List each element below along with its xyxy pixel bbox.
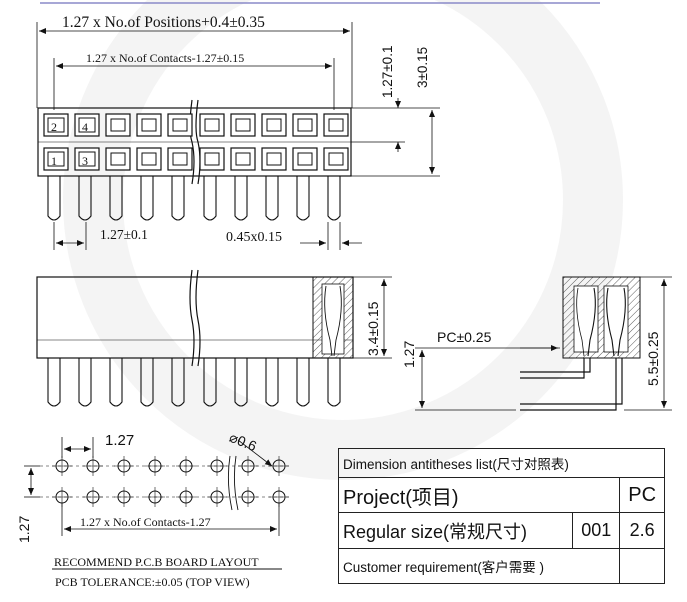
pcb-tolerance: PCB TOLERANCE:±0.05 (TOP VIEW) xyxy=(55,575,250,589)
pcb-pitch-x-dim: 1.27 xyxy=(105,432,134,449)
watermark-shape xyxy=(63,0,623,480)
pin-number: 4 xyxy=(82,120,88,134)
top-contacts-dim: 1.27 x No.of Contacts-1.27±0.15 xyxy=(86,51,244,65)
pcb-pitch-y-dim: 1.27 xyxy=(16,516,32,543)
contact-grid xyxy=(43,113,349,171)
top-view xyxy=(36,22,440,250)
right-pc-dim: PC±0.25 xyxy=(437,329,492,345)
side-height-dim: 3.4±0.15 xyxy=(365,301,381,356)
side-pin-dim: 1.27 xyxy=(401,341,417,368)
pcb-contacts-dim: 1.27 x No.of Contacts-1.27 xyxy=(80,515,211,529)
pcb-diameter-dim: ⌀0.6 xyxy=(227,429,259,454)
project-unit: PC xyxy=(619,477,665,513)
dimension-table: Dimension antitheses list(尺寸对照表) Project… xyxy=(337,448,665,589)
pin-number: 2 xyxy=(51,120,57,134)
right-height-dim: 5.5±0.25 xyxy=(645,331,661,386)
pin-number: 1 xyxy=(51,154,57,168)
regular-value: 2.6 xyxy=(619,512,665,549)
custom-value xyxy=(619,548,665,584)
pcb-layout-title: RECOMMEND P.C.B BOARD LAYOUT xyxy=(54,555,259,569)
dimension-labels: 1.27 x No.of Positions+0.4±0.35 1.27 x N… xyxy=(16,14,661,589)
right-side-view xyxy=(415,276,672,411)
table-title: Dimension antitheses list(尺寸对照表) xyxy=(338,448,665,478)
pcb-layout xyxy=(24,437,290,570)
pin-number: 3 xyxy=(82,154,88,168)
custom-label: Customer requirement(客户需要 ) xyxy=(337,548,621,584)
top-pitch-dim: 1.27±0.1 xyxy=(100,227,148,242)
pin-size-dim: 0.45x0.15 xyxy=(226,230,282,245)
top-height-dim: 3±0.15 xyxy=(415,47,430,88)
top-row-pitch-dim: 1.27±0.1 xyxy=(380,46,395,98)
side-view xyxy=(36,269,392,407)
regular-code: 001 xyxy=(572,512,621,549)
project-label: Project(项目) xyxy=(337,477,621,513)
top-total-dim: 1.27 x No.of Positions+0.4±0.35 xyxy=(62,14,265,31)
regular-label: Regular size(常规尺寸) xyxy=(337,512,574,549)
